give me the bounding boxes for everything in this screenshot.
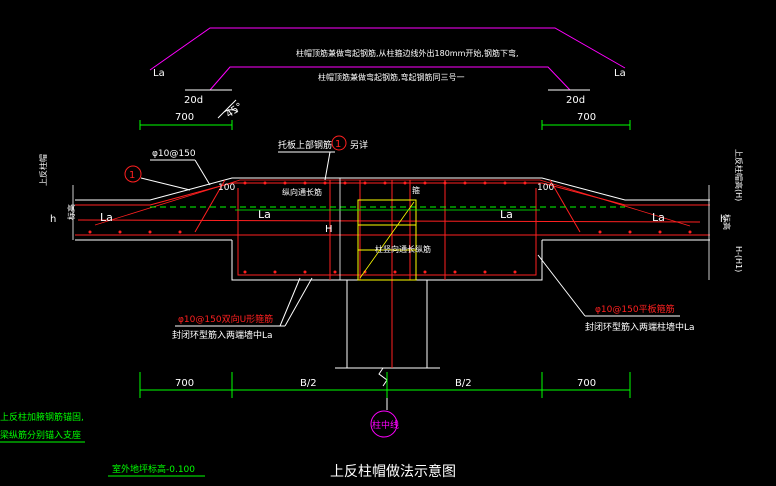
u-bar-leader2: [284, 277, 313, 327]
dim-100-right: 100: [537, 183, 554, 193]
dim-700-top-left: 700: [175, 112, 194, 123]
top-dim-700-left: [139, 120, 233, 130]
column-outline: [335, 280, 440, 387]
bar-spec-leader-down: [194, 159, 211, 186]
note-top-line2: 柱帽顶筋兼做弯起钢筋,弯起钢筋同三号一: [318, 72, 465, 82]
green-note-2: 梁纵筋分别锚入支座: [0, 429, 81, 441]
callout-leader-left: [140, 177, 191, 191]
dim-100-left: 100: [218, 183, 235, 193]
top-anchor-lines: [149, 27, 626, 91]
callout-circle-left: [124, 165, 142, 183]
la-left-top: La: [153, 68, 165, 79]
rebar-lines: [75, 179, 710, 368]
dim-700-bottom-left: 700: [175, 378, 194, 389]
rebar-dots: [88, 181, 692, 274]
dim-la-right: La: [652, 211, 665, 224]
label-angle: 45°: [224, 101, 245, 120]
label-right-side2: H-(H1): [734, 246, 743, 272]
label-u-bar: φ10@150双向U形箍筋: [178, 313, 273, 325]
bottom-dims: [139, 372, 631, 398]
la-right-top: La: [614, 68, 626, 79]
vertical-dims: [72, 178, 710, 280]
dim-la-center-left: La: [258, 208, 271, 221]
label-left-side: 上反柱帽: [38, 154, 48, 186]
top-dim-700-right: [541, 120, 631, 130]
label-right-side: 上反柱帽高(H): [734, 149, 744, 201]
green-note-1: 上反柱加腋钢筋锚固,: [0, 411, 84, 423]
dim-b2-left: B/2: [300, 378, 317, 389]
label-u-bar-anchor: 封闭环型筋入两端墙中La: [172, 329, 273, 341]
upper-anchor-line: [149, 27, 626, 71]
dim-H: H: [325, 224, 333, 235]
label-col-vertical: 柱竖向通长纵筋: [375, 244, 431, 254]
label-20d-left: 20d: [184, 95, 203, 106]
dim-la-center-right: La: [500, 208, 513, 221]
dim-700-bottom-right: 700: [577, 378, 596, 389]
label-star: 箍: [412, 185, 420, 195]
lower-bend-line: [209, 66, 571, 91]
green-note-3: 室外地坪标高-0.100: [112, 463, 195, 475]
dim-b2-right: B/2: [455, 378, 472, 389]
dim-700-top-right: 700: [577, 112, 596, 123]
callout-circle-top: [331, 135, 347, 151]
callout-1-top: 1: [335, 139, 341, 150]
label-elev-right: 标高: [722, 214, 732, 230]
slab-top-leader-down: [324, 151, 331, 181]
label-elev-left: 标高: [66, 204, 76, 220]
label-center-line: 柱中线: [372, 419, 399, 431]
label-bar-spec: φ10@150: [152, 149, 196, 159]
label-right-anchor: 封闭环型筋入两端柱墙中La: [585, 321, 695, 333]
right-bar-leader: [537, 254, 586, 317]
dim-h-right: h: [720, 214, 726, 225]
column-core-box: [357, 199, 417, 281]
u-bar-leader1: [279, 277, 301, 327]
label-long-bar: 纵向通长筋: [282, 187, 322, 197]
label-slab-top: 托板上部钢筋: [278, 139, 332, 151]
note-top-line1: 柱帽顶筋兼做弯起钢筋,从柱箍边线外出180mm开始,钢筋下弯,: [296, 48, 518, 58]
drawing-title: 上反柱帽做法示意图: [330, 463, 456, 480]
center-line-circle: [370, 410, 398, 438]
angle-mark: [217, 99, 239, 119]
dim-la-left: La: [100, 211, 113, 224]
label-20d-right: 20d: [566, 95, 585, 106]
dim-h-left: h: [50, 214, 56, 225]
label-see-design: 另详: [350, 139, 368, 151]
label-right-bar: φ10@150平板箍筋: [595, 303, 675, 315]
callout-1-left: 1: [129, 170, 135, 181]
